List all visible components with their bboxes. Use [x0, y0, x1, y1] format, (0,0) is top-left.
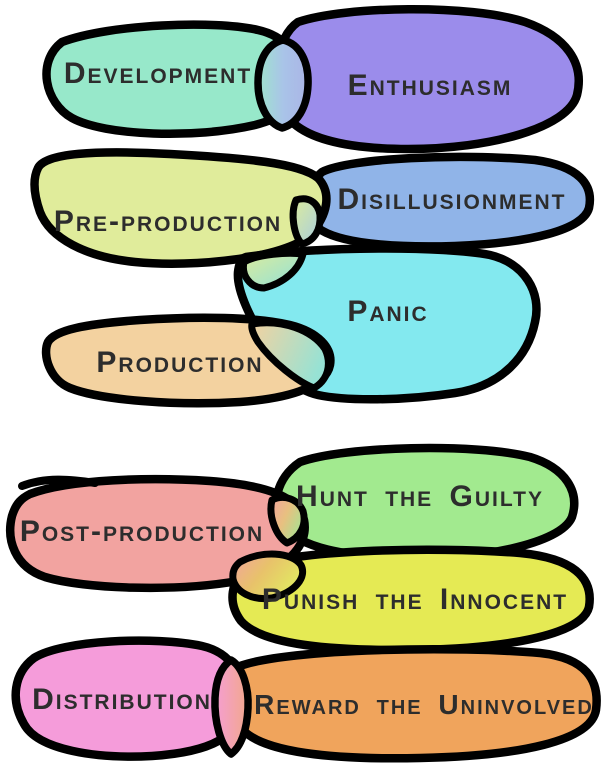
label-enthusiasm: Enthusiasm	[347, 69, 513, 102]
label-pre-production: Pre-production	[53, 205, 283, 238]
label-panic: Panic	[347, 295, 429, 328]
overlap-distribution-reward-the-uninvolved	[211, 656, 252, 758]
label-hunt-the-guilty: Hunt the Guilty	[296, 480, 544, 513]
label-production: Production	[96, 346, 264, 379]
overlap-post-production-punish-the-innocent	[229, 550, 306, 603]
overlap-development-enthusiasm	[254, 36, 312, 132]
overlap-post-production-hunt-the-guilty	[267, 494, 308, 547]
overlap-pre-production-panic	[239, 249, 307, 292]
post-production-stray-stroke	[18, 475, 99, 490]
overlap-production-panic	[248, 319, 332, 392]
label-punish-the-innocent: Punish the Innocent	[261, 583, 569, 616]
blob-punish-the-innocent	[228, 545, 594, 655]
label-post-production: Post-production	[19, 515, 265, 548]
label-development: Development	[63, 57, 253, 90]
label-reward-the-uninvolved: Reward the Uninvolved	[254, 689, 594, 720]
label-distribution: Distribution	[32, 683, 212, 716]
overlap-pre-production-disillusionment	[289, 195, 324, 248]
label-disillusionment: Disillusionment	[337, 183, 567, 216]
